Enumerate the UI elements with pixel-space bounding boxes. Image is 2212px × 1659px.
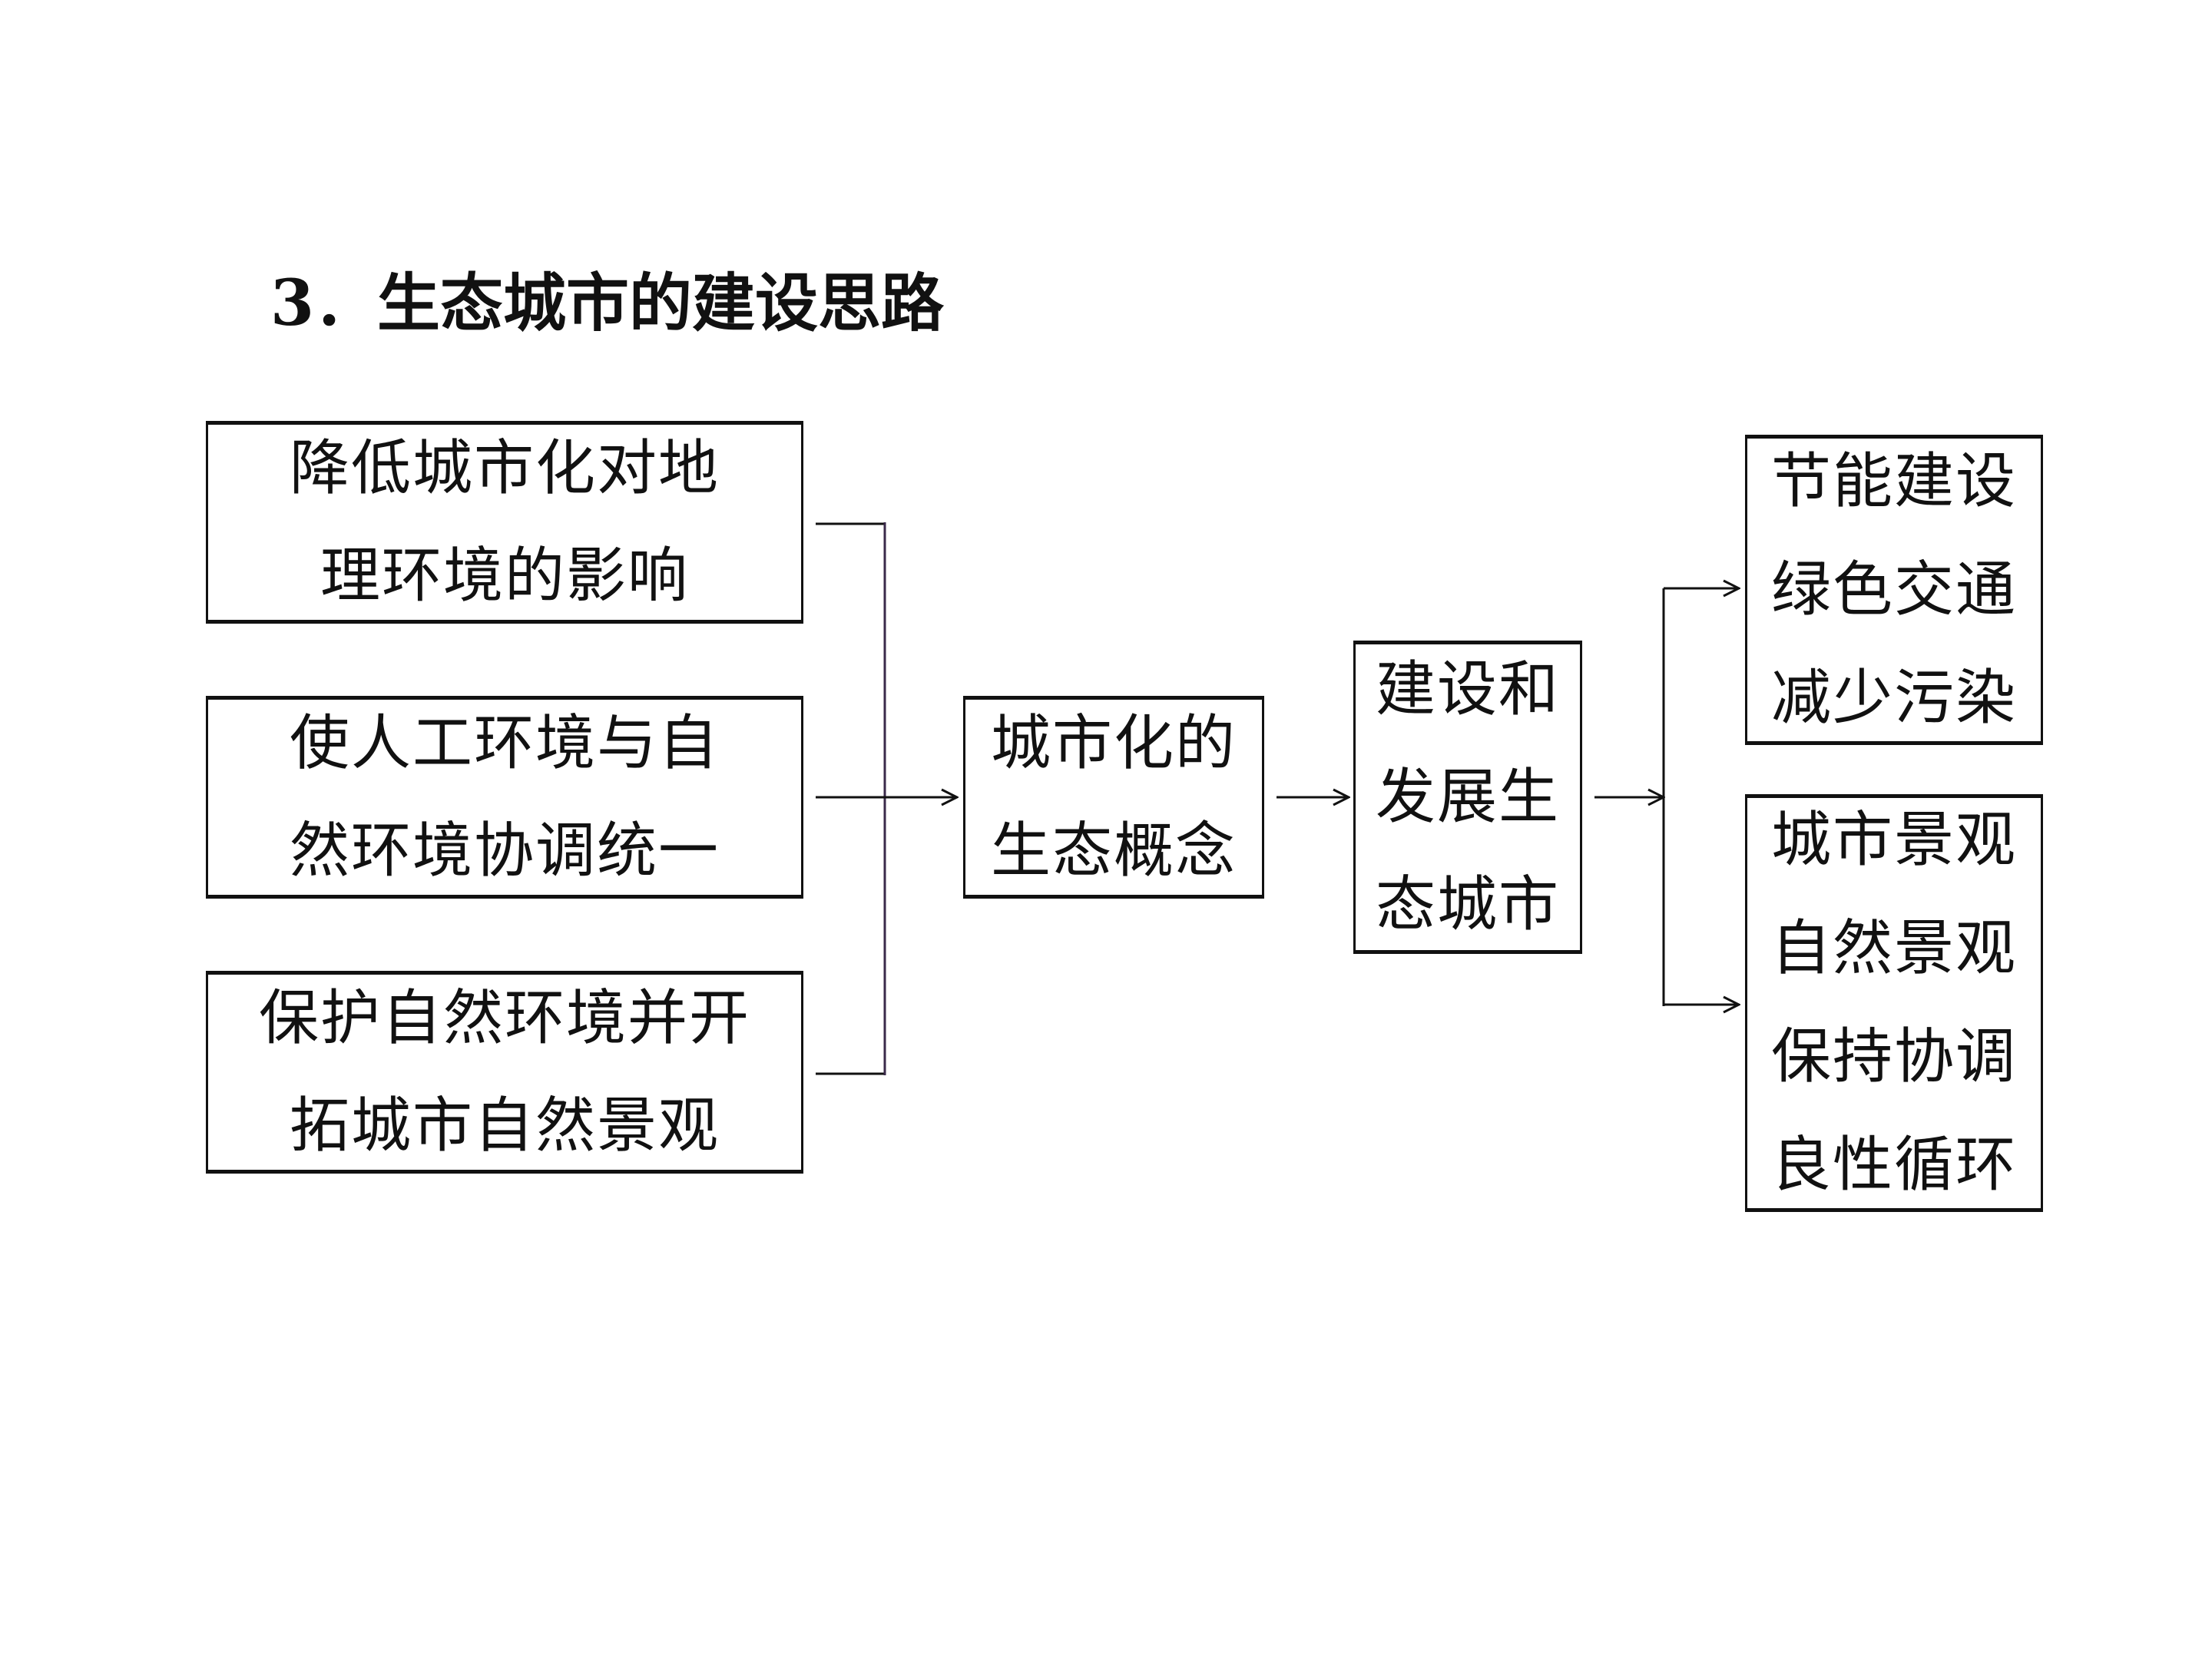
box-line: 然环境协调统一 [289, 816, 720, 886]
box-line: 减少污染 [1770, 663, 2017, 733]
box-line: 保护自然环境并开 [258, 984, 750, 1053]
right-bracket [1662, 588, 1739, 1006]
box-line: 绿色交通 [1770, 555, 2017, 624]
middle-box-build-eco-city: 建设和 发展生 态城市 [1353, 641, 1582, 954]
box-line: 理环境的影响 [320, 541, 689, 611]
box-line: 降低城市化对地 [289, 434, 720, 503]
left-box-harmonize-environment: 使人工环境与自 然环境协调统一 [206, 696, 803, 899]
box-line: 生态概念 [990, 816, 1237, 886]
box-line: 建设和 [1375, 655, 1560, 724]
left-box-protect-nature: 保护自然环境并开 拓城市自然景观 [206, 971, 803, 1174]
right-box-landscape-harmony: 城市景观 自然景观 保持协调 良性循环 [1745, 794, 2043, 1212]
box-line: 自然景观 [1770, 914, 2017, 983]
box-line: 良性循环 [1770, 1131, 2017, 1200]
left-box-reduce-impact: 降低城市化对地 理环境的影响 [206, 421, 803, 624]
right-box-energy-transport: 节能建设 绿色交通 减少污染 [1745, 435, 2043, 745]
box-line: 节能建设 [1770, 446, 2017, 516]
box-line: 使人工环境与自 [289, 709, 720, 778]
box-line: 保持协调 [1770, 1022, 2017, 1091]
box-line: 城市化的 [990, 709, 1237, 778]
box-line: 拓城市自然景观 [289, 1091, 720, 1161]
center-box-ecological-concept: 城市化的 生态概念 [963, 696, 1264, 899]
box-line: 城市景观 [1770, 806, 2017, 875]
diagram-title: 3．生态城市的建设思路 [270, 267, 945, 340]
box-line: 态城市 [1375, 870, 1560, 939]
left-bracket [816, 522, 886, 1075]
box-line: 发展生 [1375, 763, 1560, 832]
